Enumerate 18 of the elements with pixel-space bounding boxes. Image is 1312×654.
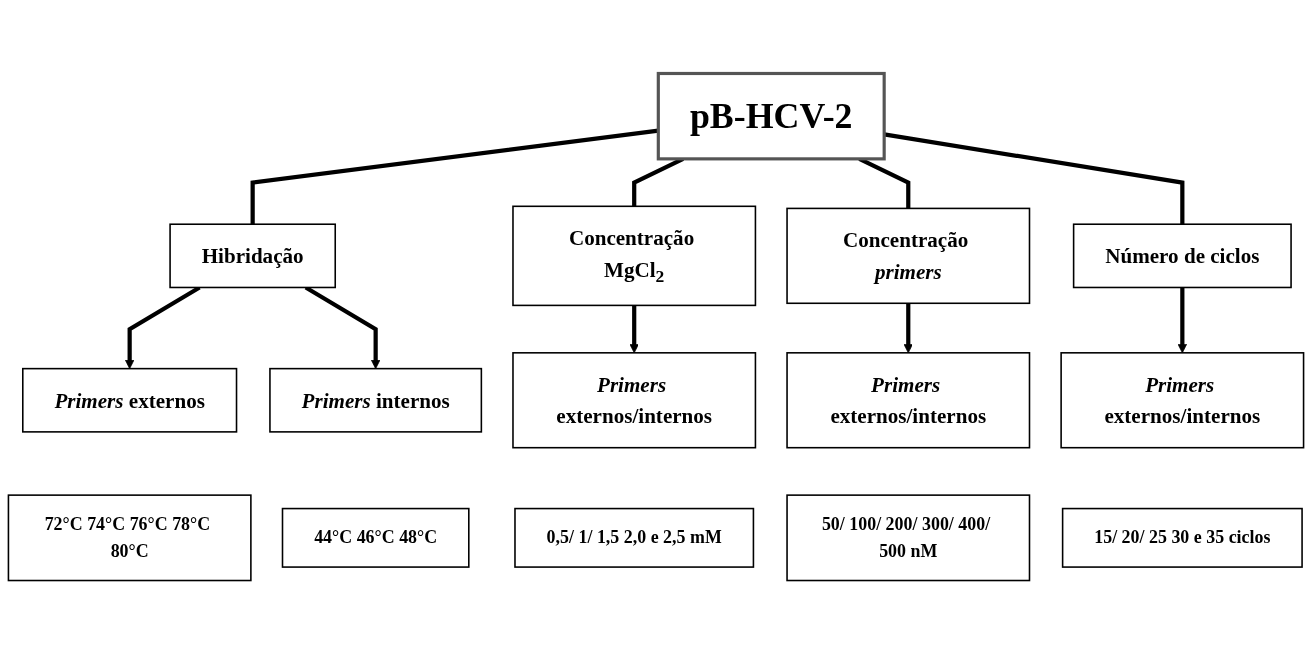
arrow — [903, 303, 913, 354]
node-box: 72°C 74°C 76°C 78°C 80°C — [7, 494, 252, 582]
node-box: 44°C 46°C 48°C — [281, 507, 470, 568]
node-box: 15/ 20/ 25 30 e 35 ciclos — [1061, 507, 1303, 568]
node-box: Hibridação — [169, 223, 337, 289]
node-box: Primers externos/internos — [512, 352, 757, 449]
node-box: Concentração primers — [786, 207, 1031, 305]
node-box: Primers externos/internos — [1060, 352, 1305, 449]
node-box: Número de ciclos — [1072, 223, 1292, 289]
node-box: pB-HCV-2 — [656, 71, 886, 161]
node-box: Primers internos — [269, 367, 483, 433]
node-box: Primers externos — [22, 367, 238, 433]
node-box: Primers externos/internos — [786, 352, 1031, 449]
arrow — [1177, 287, 1187, 354]
arrow — [629, 305, 639, 354]
node-box: 0,5/ 1/ 1,5 2,0 e 2,5 mM — [514, 507, 755, 568]
node-box: 50/ 100/ 200/ 300/ 400/ 500 nM — [786, 494, 1031, 582]
node-box: Concentração MgCl$_{2}$ — [512, 205, 757, 307]
